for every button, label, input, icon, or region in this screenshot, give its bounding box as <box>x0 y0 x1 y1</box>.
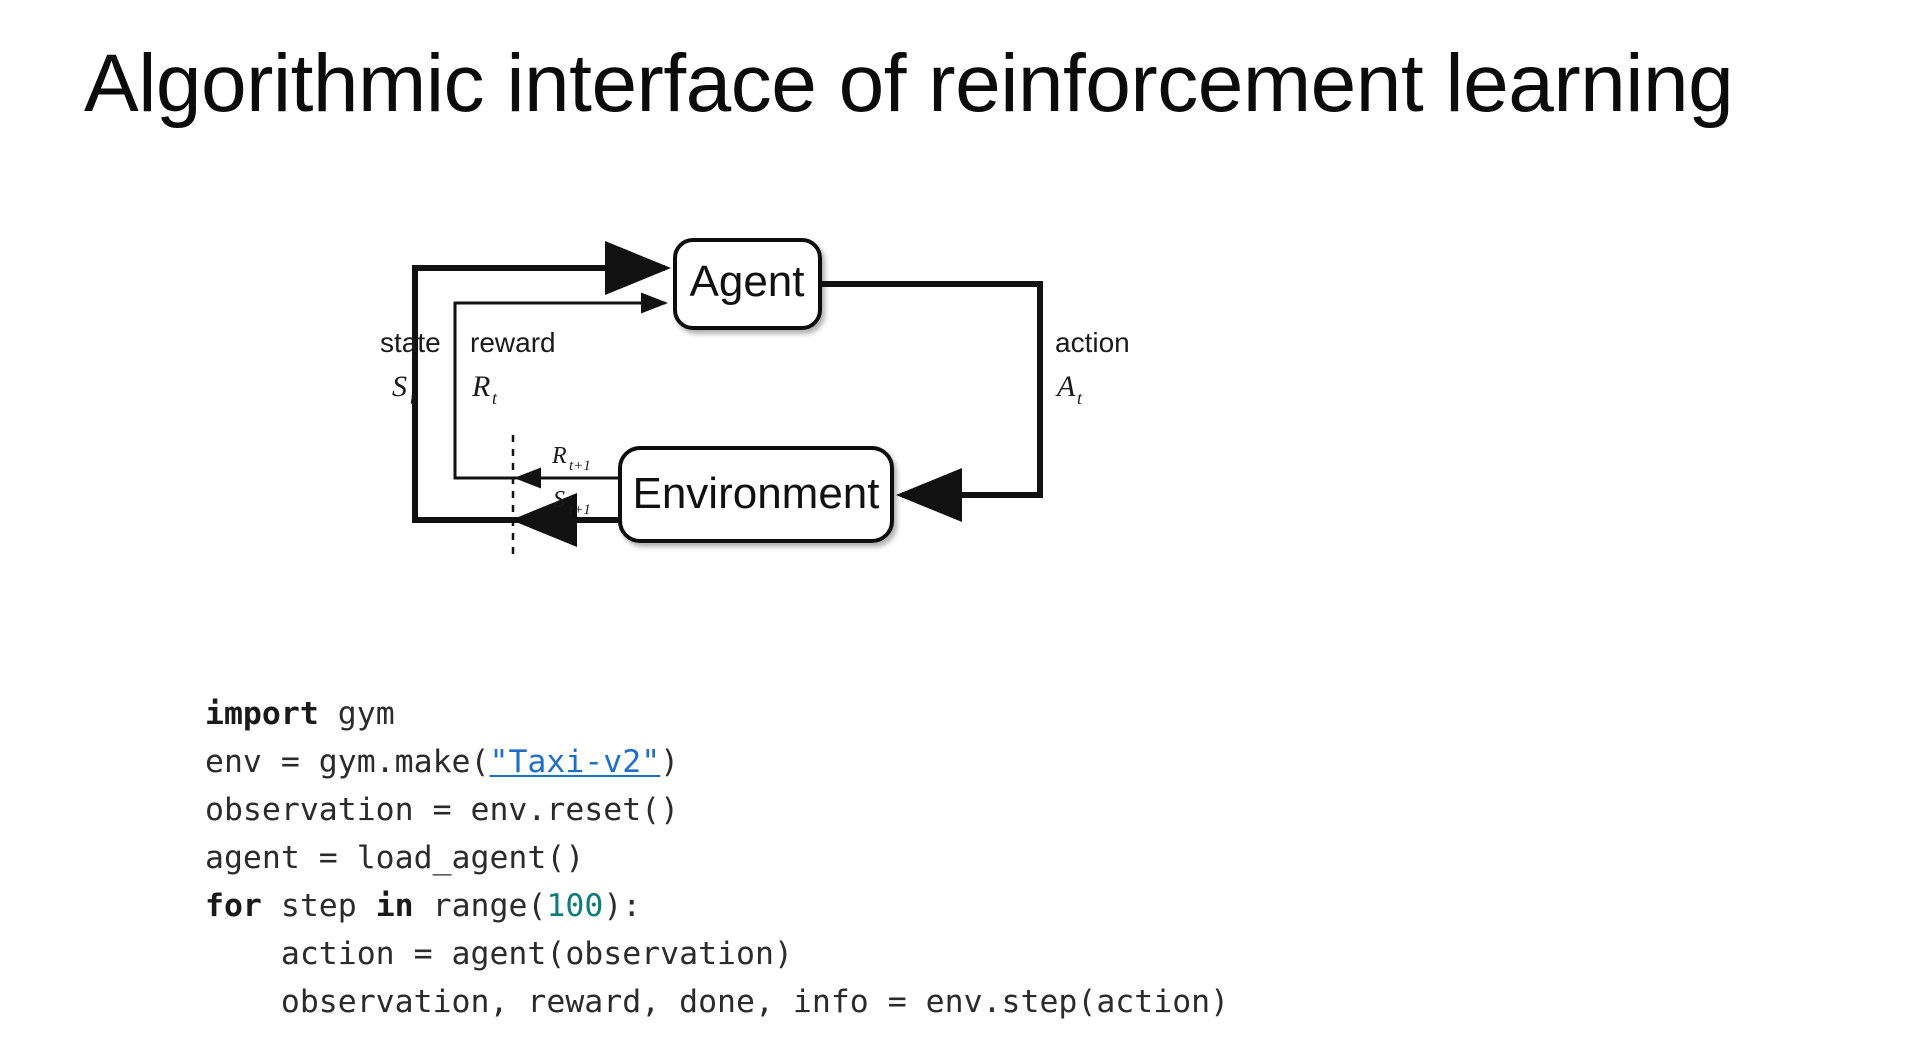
code-text: step <box>261 888 376 924</box>
code-line: env = gym.make("Taxi-v2") <box>205 738 1229 786</box>
next-reward-symbol: R <box>551 443 567 469</box>
code-line: agent = load_agent() <box>205 834 1229 882</box>
label-next-state: S t+1 <box>553 487 591 518</box>
code-line: action = agent(observation) <box>205 930 1229 978</box>
code-text: observation = env.reset() <box>205 792 680 828</box>
node-agent: Agent <box>673 238 822 330</box>
code-keyword: in <box>375 888 414 924</box>
code-line: observation = env.reset() <box>205 786 1229 834</box>
page-title: Algorithmic interface of reinforcement l… <box>84 38 1734 129</box>
environment-box <box>618 446 894 543</box>
label-next-reward: R t+1 <box>551 443 591 474</box>
edge-reward-to-agent <box>453 292 668 480</box>
state-word: state <box>380 327 441 358</box>
state-subscript: t <box>410 388 416 408</box>
code-text: env = gym.make( <box>205 744 490 780</box>
code-text: agent = load_agent() <box>205 840 585 876</box>
edge-action-to-environment <box>820 281 1043 522</box>
agent-label: Agent <box>690 257 805 306</box>
taxi-v2-link[interactable]: "Taxi-v2" <box>489 744 661 780</box>
code-line: observation, reward, done, info = env.st… <box>205 978 1229 1026</box>
action-symbol: A <box>1055 370 1076 403</box>
reward-subscript: t <box>492 388 498 408</box>
code-keyword: for <box>205 888 262 924</box>
code-text: action = agent(observation) <box>205 936 793 972</box>
rl-loop-diagram: Agent Environment state S t reward R <box>380 230 1380 630</box>
environment-label: Environment <box>632 469 879 518</box>
label-reward: reward R t <box>470 327 556 408</box>
rl-loop-svg: Agent Environment state S t reward R <box>380 238 1130 555</box>
reward-word: reward <box>470 327 556 358</box>
code-text: ): <box>603 888 642 924</box>
code-text: observation, reward, done, info = env.st… <box>205 984 1230 1020</box>
code-keyword: import <box>205 696 319 732</box>
code-line: for step in range(100): <box>205 882 1229 930</box>
next-state-symbol: S <box>553 487 565 513</box>
next-state-subscript: t+1 <box>569 502 591 518</box>
code-text: gym <box>318 696 395 732</box>
edge-state-to-agent <box>412 241 671 523</box>
node-environment: Environment <box>618 446 894 543</box>
label-action: action A t <box>1055 327 1130 408</box>
reward-symbol: R <box>471 370 490 403</box>
label-state: state S t <box>380 327 441 408</box>
code-text: range( <box>413 888 547 924</box>
action-subscript: t <box>1077 388 1083 408</box>
action-word: action <box>1055 327 1130 358</box>
code-line: import gym <box>205 690 1229 738</box>
code-text: ) <box>660 744 680 780</box>
state-symbol: S <box>392 370 407 403</box>
next-reward-subscript: t+1 <box>569 458 591 474</box>
code-number-literal: 100 <box>546 888 604 924</box>
